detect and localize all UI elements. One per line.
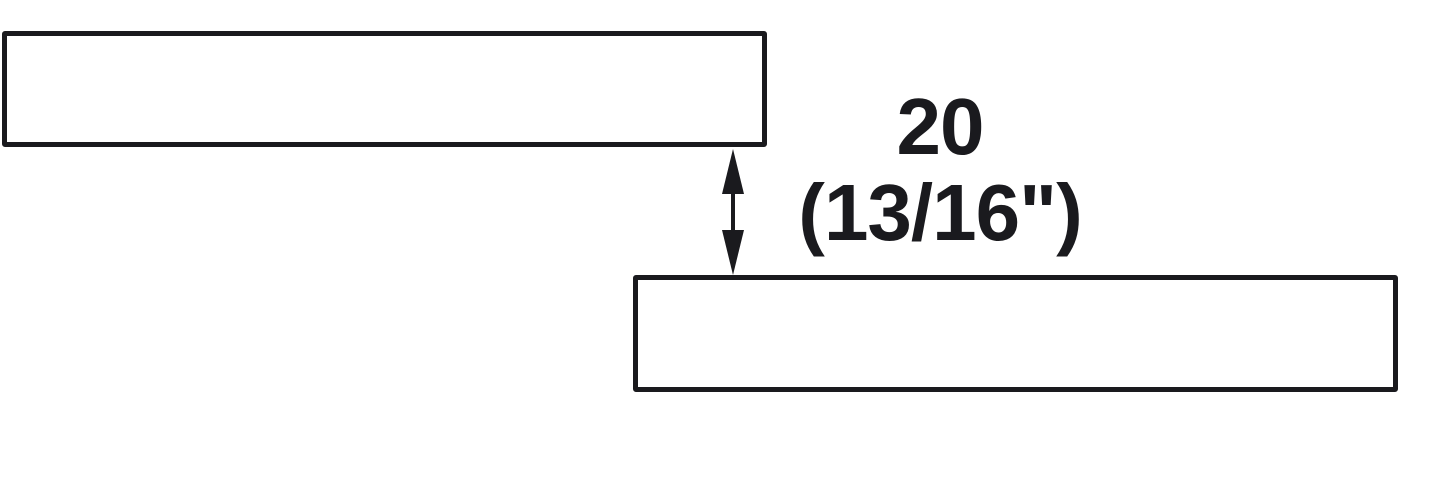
double-arrow-icon: [722, 149, 744, 275]
arrowhead-up: [722, 149, 744, 194]
lower-panel-rect: [633, 275, 1398, 392]
dimension-value-inch: (13/16"): [798, 168, 1082, 257]
arrowhead-down: [722, 230, 744, 275]
dimension-label: 20 (13/16"): [770, 84, 1110, 256]
upper-panel-rect: [2, 31, 767, 147]
dimension-value-mm: 20: [896, 82, 985, 171]
